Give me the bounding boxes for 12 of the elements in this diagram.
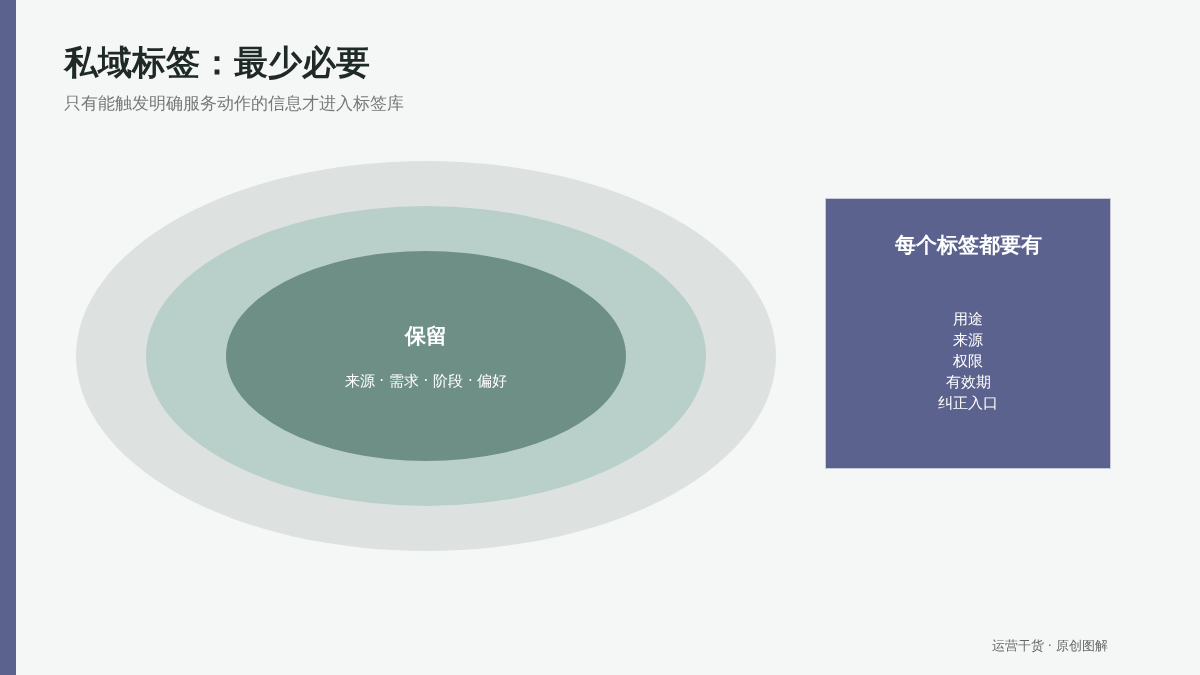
info-panel xyxy=(826,199,1110,468)
slide-title: 私域标签：最少必要 xyxy=(64,41,370,84)
list-item: 有效期 xyxy=(945,372,991,393)
list-item: 来源 xyxy=(953,330,983,351)
subtitle: 只有能触发明确服务动作的信息才进入标签库 xyxy=(64,92,404,115)
footer-note: 运营干货 · 原创图解 xyxy=(991,637,1108,655)
core-heading: 保留 xyxy=(405,322,447,350)
panel-heading: 每个标签都要有 xyxy=(894,232,1042,259)
list-item: 权限 xyxy=(953,351,983,372)
core-detail: 来源 · 需求 · 阶段 · 偏好 xyxy=(344,371,508,391)
list-item: 纠正入口 xyxy=(938,393,998,414)
list-item: 用途 xyxy=(953,309,983,330)
